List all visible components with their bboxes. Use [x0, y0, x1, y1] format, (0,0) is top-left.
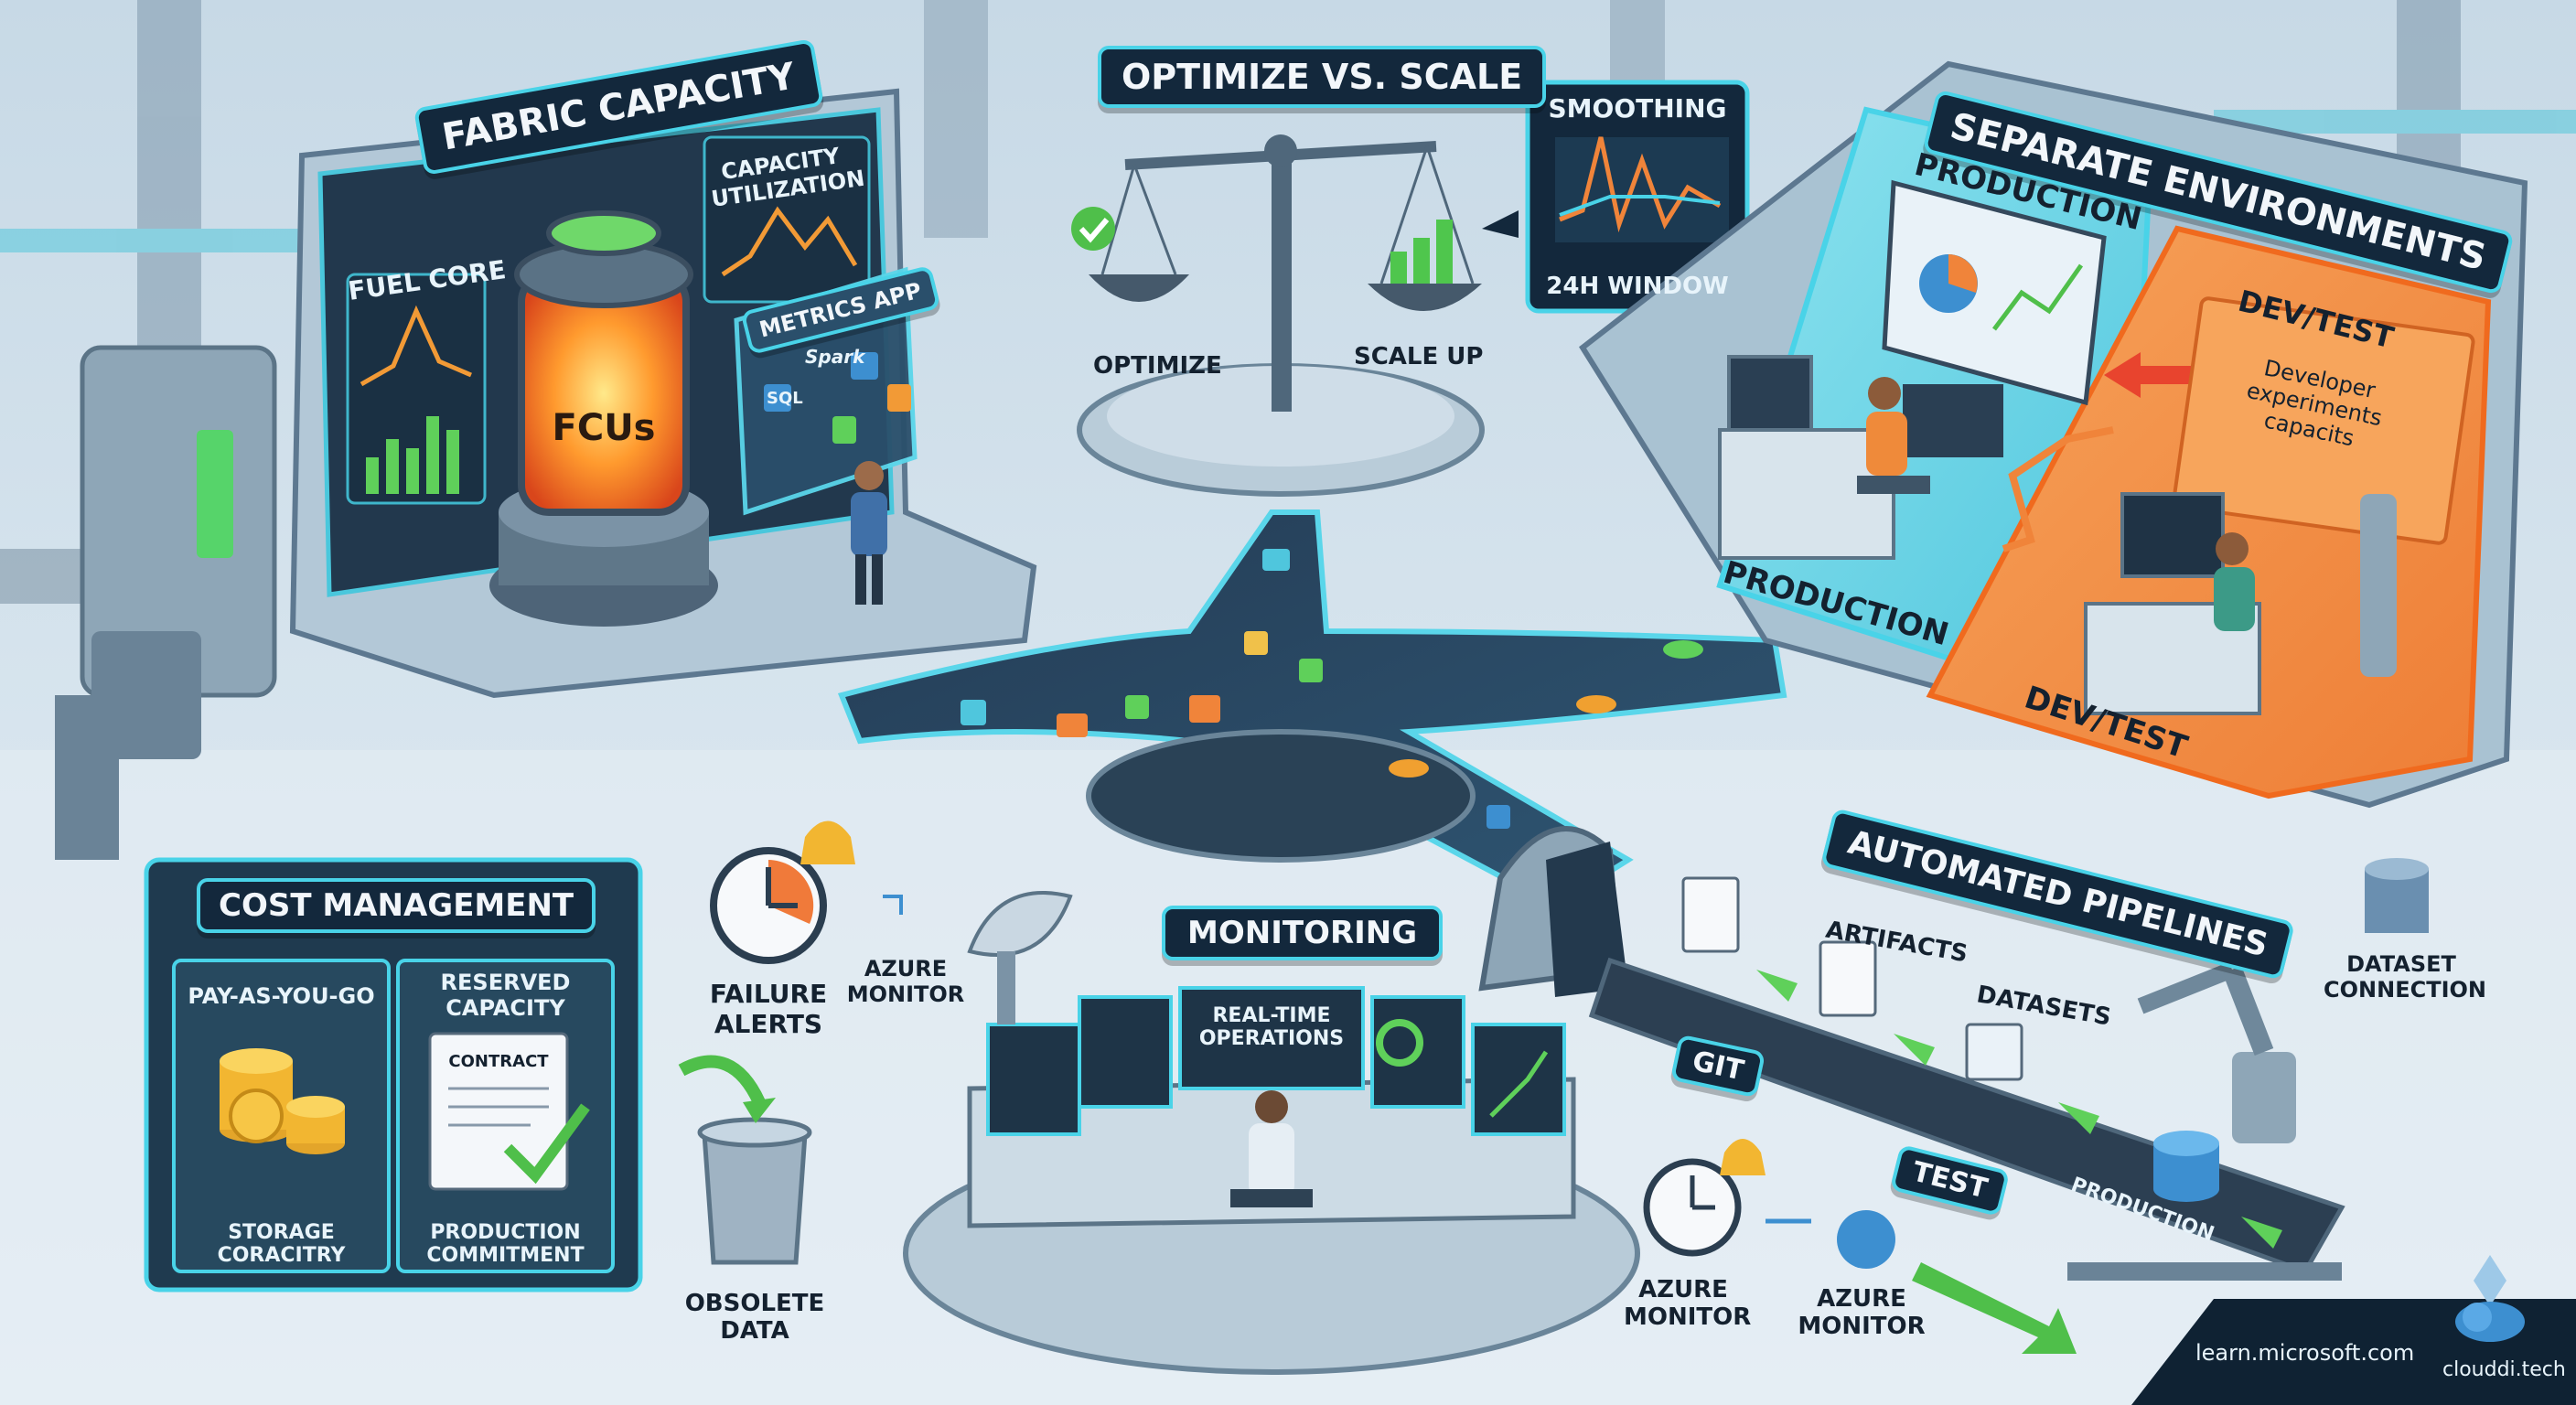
dataset-connection-label: Dataset Connection [2324, 951, 2486, 1003]
reserved-capacity-label: Reserved Capacity [440, 970, 571, 1021]
cost-management-board [144, 857, 643, 1292]
spark-label: Spark [805, 346, 865, 368]
window-label: 24h Window [1546, 273, 1729, 300]
cost-management-title: Cost Management [197, 878, 596, 933]
separate-environments-platform [1579, 60, 2528, 809]
footer-bar [2131, 1255, 2576, 1405]
commitment-label: Production Commitment [426, 1221, 585, 1267]
coin-stack [220, 1048, 345, 1154]
smoothing-label: Smoothing [1548, 93, 1727, 123]
data-packets [961, 549, 1703, 829]
robot-arm [2137, 961, 2296, 1143]
obsolete-data-label: Obsolete Data [684, 1290, 825, 1345]
alert-arrow [883, 895, 903, 915]
satellite-dish [967, 891, 1073, 1024]
check-icon [1071, 207, 1115, 251]
scale-up-label: Scale Up [1354, 343, 1484, 370]
sql-label: SQL [767, 389, 803, 408]
realtime-operations-label: Real-Time Operations [1198, 1004, 1345, 1050]
failure-alerts-label: Failure Alerts [709, 979, 828, 1039]
pipeline-conveyor [1478, 826, 2429, 1354]
storage-label: Storage Coracitry [217, 1221, 346, 1267]
azure-monitor-icon [1837, 1210, 1895, 1269]
fcu-reactor [489, 210, 718, 627]
brand-label: clouddi.tech [2442, 1358, 2566, 1381]
optimize-label: Optimize [1093, 352, 1222, 380]
azure-monitor-label-3: Azure Monitor [1798, 1285, 1926, 1340]
data-road [837, 509, 1787, 909]
monitoring-title: Monitoring [1162, 906, 1444, 960]
azure-monitor-label-1: Azure Monitor [846, 956, 965, 1007]
left-machine [55, 345, 277, 860]
smoothing-panel [1482, 80, 1750, 314]
analyst-figure [851, 461, 887, 605]
contract-document [428, 1032, 590, 1191]
contract-label: CONTRACT [448, 1052, 549, 1071]
balance-scale [1071, 134, 1485, 497]
dataset-db-icon [2365, 858, 2429, 933]
payg-label: Pay-as-you-go [188, 983, 375, 1009]
monitoring-station [903, 891, 1640, 1375]
source-link[interactable]: learn.microsoft.com [2195, 1340, 2415, 1366]
trash-bin [678, 1055, 812, 1265]
alarm-clock-2 [1643, 1139, 1766, 1257]
optimize-vs-scale-title: Optimize vs. Scale [1098, 46, 1547, 108]
azure-monitor-label-2: Azure Monitor [1624, 1276, 1752, 1331]
fcus-label: FCUs [552, 407, 656, 449]
alarm-clock-1 [710, 820, 855, 964]
clouddi-logo [2455, 1255, 2525, 1342]
